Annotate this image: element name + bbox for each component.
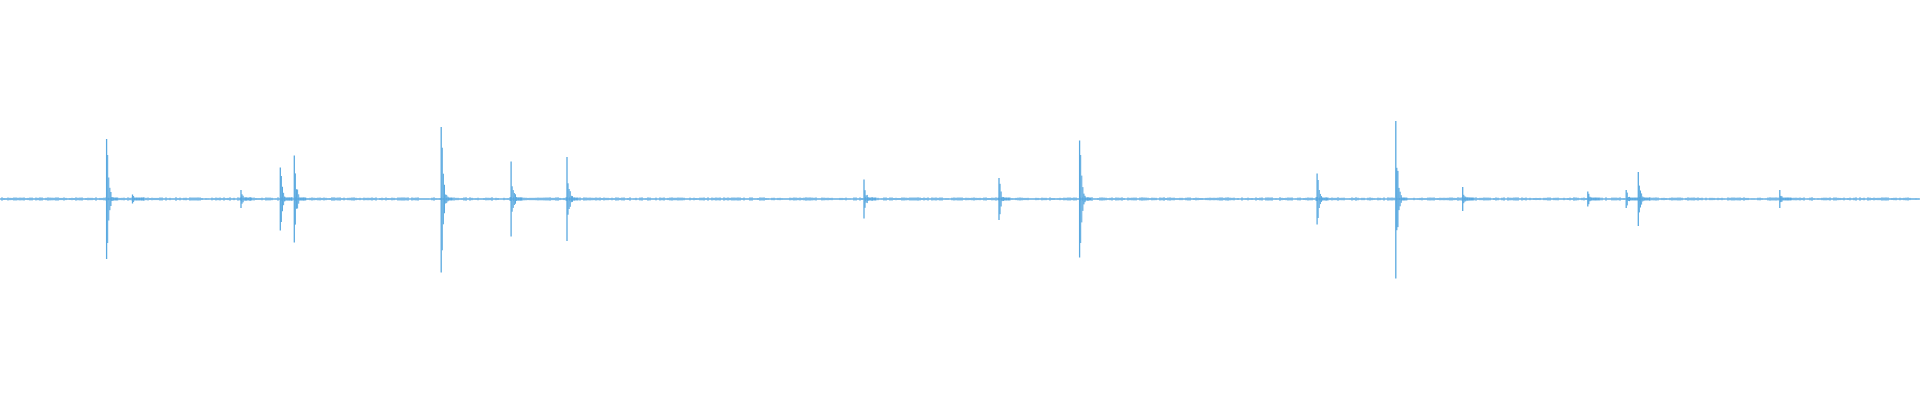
waveform-peak [1587,191,1600,207]
waveform-peak [293,155,306,243]
waveform-peak [1316,173,1329,225]
waveform-peak [863,179,876,219]
waveform-peak [240,190,253,208]
waveform-peak [279,167,292,231]
waveform-peaks [105,121,1792,279]
waveform-peak [105,139,119,259]
waveform-peak [1462,187,1475,211]
waveform-peak [1779,190,1792,208]
waveform-peak [1637,172,1650,226]
waveform-peak [131,194,144,204]
waveform-peak [440,127,453,273]
waveform-peak [1395,121,1408,279]
waveform-peak [510,161,523,237]
waveform-peak [1078,140,1092,258]
waveform-peak [1625,190,1638,208]
waveform-peak [998,178,1011,220]
waveform-peak [566,157,579,241]
